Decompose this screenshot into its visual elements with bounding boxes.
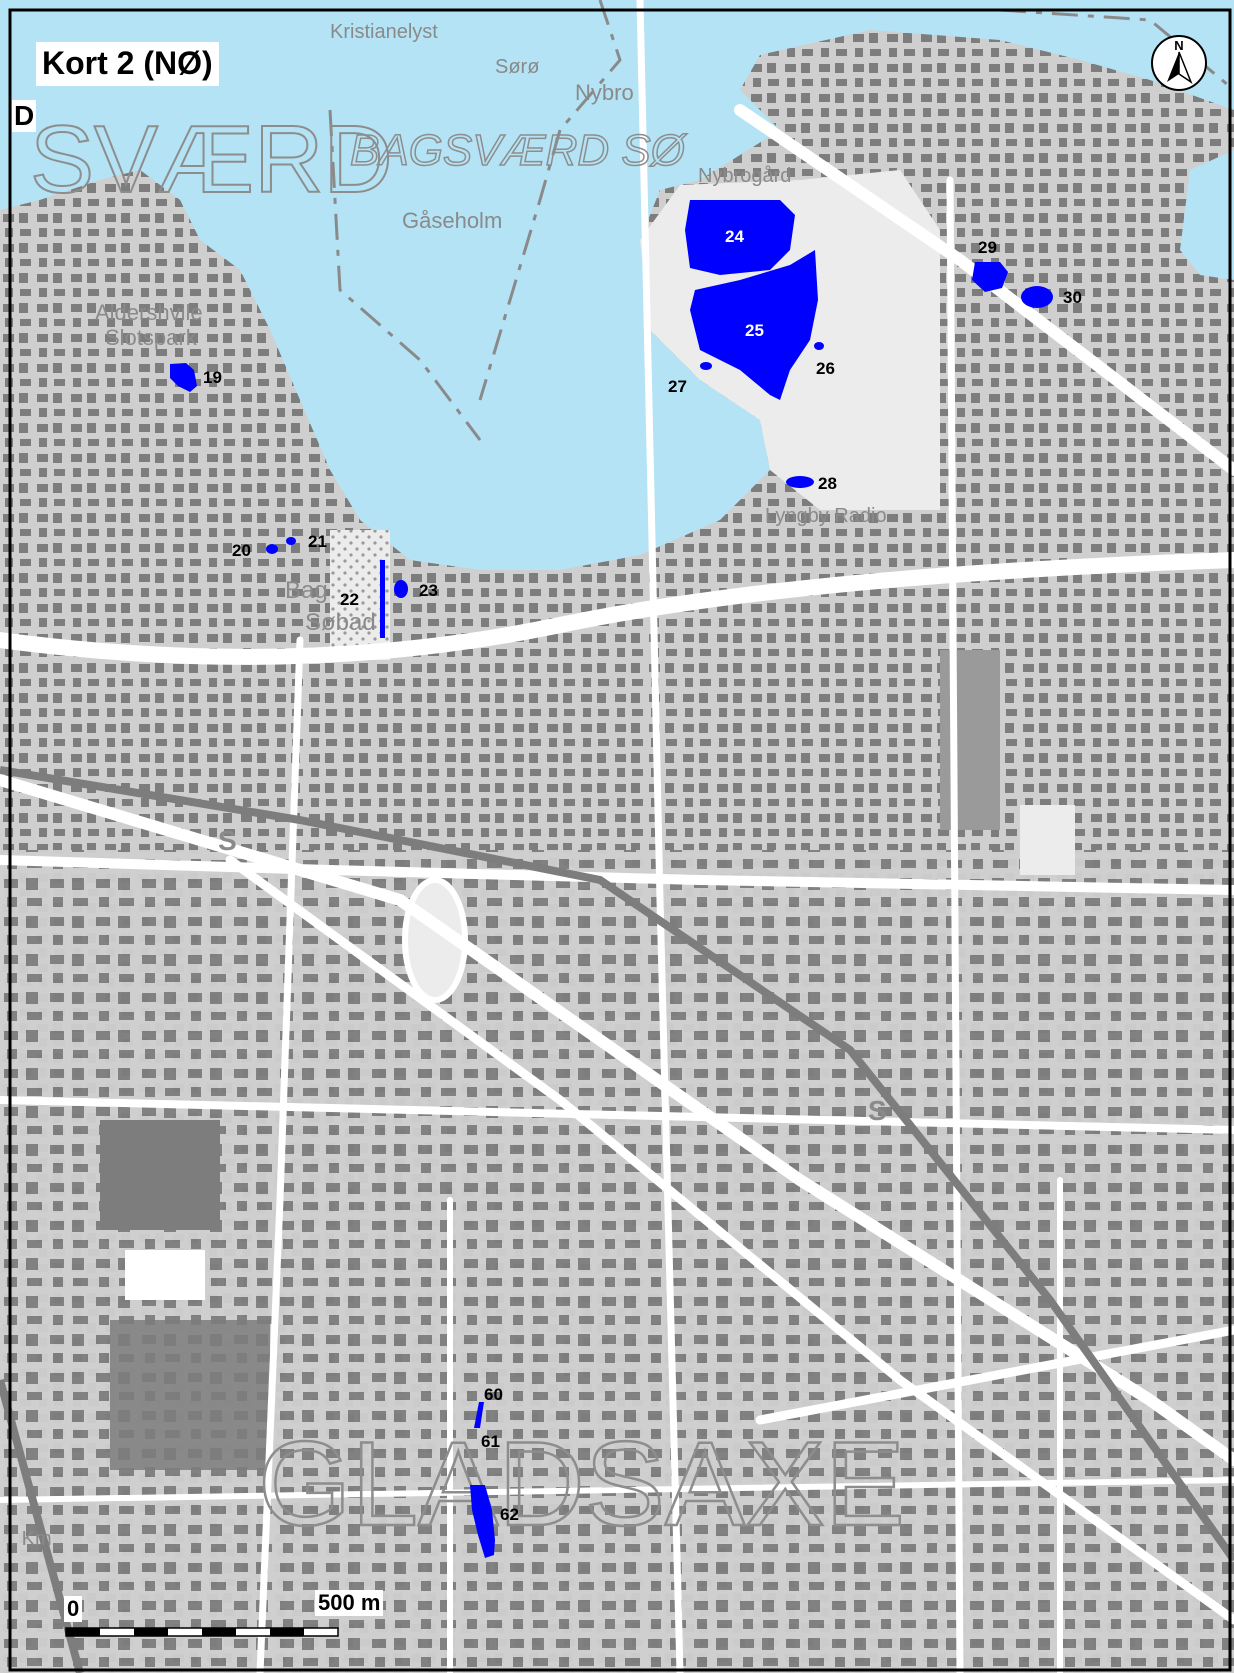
label-sobad-2: Søbad xyxy=(305,609,376,636)
marker-label-29: 29 xyxy=(978,238,997,257)
label-nybrogard: Nybrogård xyxy=(698,165,791,187)
label-nybro: Nybro xyxy=(575,80,634,105)
label-slotspark: Slotspark xyxy=(105,325,198,350)
marker-shape-28[interactable] xyxy=(786,476,814,488)
marker-label-60: 60 xyxy=(484,1385,503,1404)
edge-label: D xyxy=(12,100,37,132)
scale-end-label: 500 m xyxy=(315,1590,384,1616)
label-bagsvaerd-so: BAGSVÆRD SØ xyxy=(350,126,688,175)
open-area-2 xyxy=(125,1250,205,1300)
railway xyxy=(0,766,1234,1563)
scale-start-label: 0 xyxy=(64,1596,83,1622)
label-bagsvaerd-big: SVÆRD xyxy=(30,106,393,213)
marker-label-27: 27 xyxy=(668,377,687,396)
marker-shape-30[interactable] xyxy=(1021,286,1053,308)
marker-label-23: 23 xyxy=(419,581,438,600)
land-area-south xyxy=(0,850,1234,1673)
industrial-3 xyxy=(940,650,1000,830)
marker-labels: 19 20 21 22 23 24 25 26 27 28 29 30 60 6… xyxy=(203,227,1082,1524)
marker-label-19: 19 xyxy=(203,368,222,387)
map-title: Kort 2 (NØ) xyxy=(36,42,219,86)
open-area-1 xyxy=(1020,805,1075,875)
marker-label-28: 28 xyxy=(818,474,837,493)
markers xyxy=(170,200,1053,1558)
map-frame xyxy=(8,8,1232,1672)
industrial-1 xyxy=(100,1120,220,1230)
marker-shape-20[interactable] xyxy=(266,544,278,554)
marker-shape-23[interactable] xyxy=(394,580,408,598)
marker-shape-25[interactable] xyxy=(690,250,818,400)
marker-shape-60[interactable] xyxy=(474,1402,484,1428)
marker-shape-27[interactable] xyxy=(700,362,712,370)
label-lyngby-radio: Lyngby Radio xyxy=(765,505,887,527)
marker-label-62: 62 xyxy=(500,1505,519,1524)
label-gladsaxe: GLADSAXE xyxy=(258,1417,905,1551)
north-label: N xyxy=(1174,38,1183,53)
marker-shape-26[interactable] xyxy=(814,342,824,350)
marker-shape-19[interactable] xyxy=(170,363,197,392)
industrial-2 xyxy=(110,1320,270,1470)
marker-shape-21[interactable] xyxy=(286,537,296,545)
marker-label-21: 21 xyxy=(308,532,327,551)
scale-bar xyxy=(65,1627,339,1637)
marker-shape-24[interactable] xyxy=(685,200,795,275)
label-aldershvile: Aldershvile xyxy=(95,300,203,325)
label-s-station-1: S xyxy=(218,825,237,856)
marker-label-24: 24 xyxy=(725,227,744,246)
label-sobad-1: Bag xyxy=(285,577,328,604)
lake-bagsvaerd-so xyxy=(0,0,1234,570)
marker-label-61: 61 xyxy=(481,1432,500,1451)
north-arrow-icon: N xyxy=(1150,34,1208,92)
label-soro: Sørø xyxy=(495,56,539,78)
marker-label-20: 20 xyxy=(232,541,251,560)
marker-label-26: 26 xyxy=(816,359,835,378)
marker-shape-62[interactable] xyxy=(470,1485,495,1558)
railway-west xyxy=(0,1378,84,1673)
label-kristianelyst: Kristianelyst xyxy=(330,21,438,43)
marker-shape-29[interactable] xyxy=(972,262,1008,292)
label-gaseholm: Gåseholm xyxy=(402,208,502,233)
marker-label-25: 25 xyxy=(745,321,764,340)
marker-label-22: 22 xyxy=(340,590,359,609)
label-s-station-2: S xyxy=(868,1095,887,1126)
marker-shape-22[interactable] xyxy=(380,560,385,638)
label-km: 1 Km xyxy=(5,1528,52,1550)
marker-label-30: 30 xyxy=(1063,288,1082,307)
lake-northeast xyxy=(1180,150,1234,280)
